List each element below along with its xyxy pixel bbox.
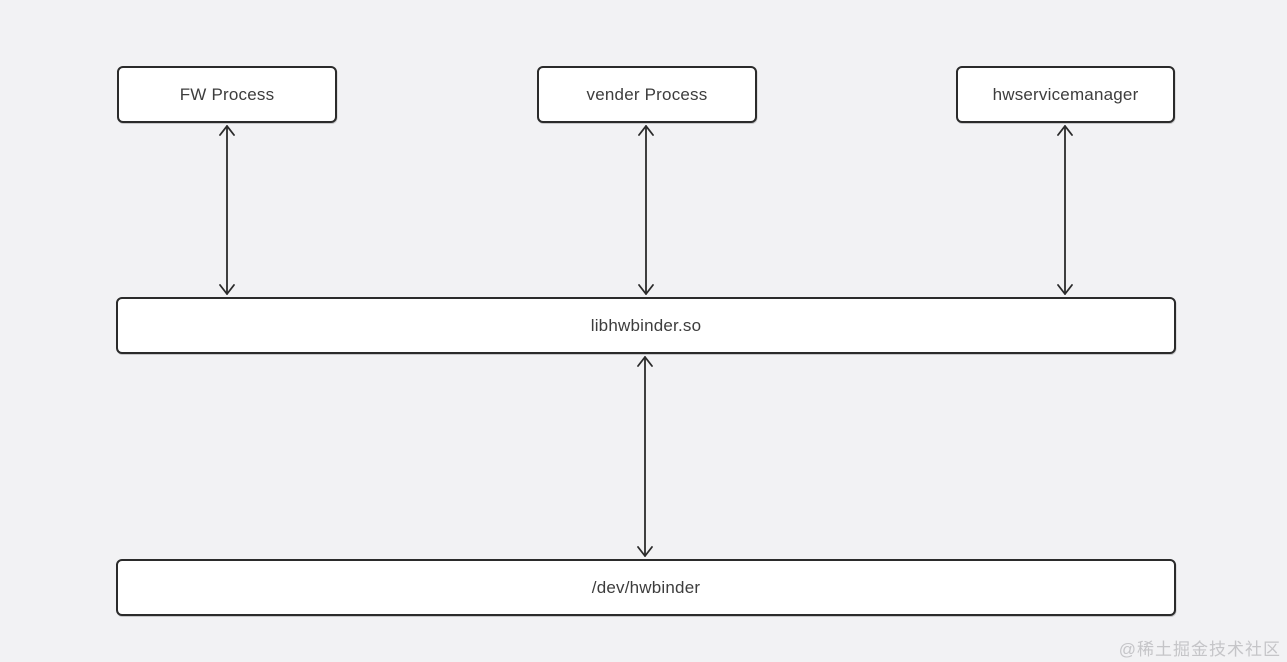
- arrow-fw-process-to-libhwbinder: [219, 125, 235, 295]
- arrow-vender-process-to-libhwbinder: [638, 125, 654, 295]
- arrow-hwservicemanager-to-libhwbinder: [1057, 125, 1073, 295]
- node-dev-hwbinder: /dev/hwbinder: [116, 559, 1176, 616]
- node-hwservicemanager-label: hwservicemanager: [992, 84, 1139, 104]
- node-fw-process: FW Process: [117, 66, 337, 123]
- node-fw-process-label: FW Process: [179, 84, 275, 104]
- node-dev-hwbinder-label: /dev/hwbinder: [591, 577, 701, 597]
- node-libhwbinder-label: libhwbinder.so: [590, 315, 702, 335]
- node-hwservicemanager: hwservicemanager: [956, 66, 1175, 123]
- node-vender-process: vender Process: [537, 66, 757, 123]
- node-vender-process-label: vender Process: [586, 84, 708, 104]
- node-libhwbinder: libhwbinder.so: [116, 297, 1176, 354]
- arrow-libhwbinder-to-dev-hwbinder: [637, 356, 653, 557]
- watermark: @稀土掘金技术社区: [1118, 640, 1281, 659]
